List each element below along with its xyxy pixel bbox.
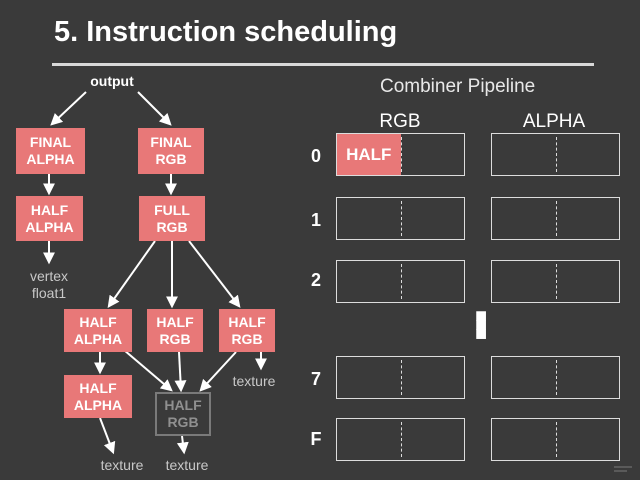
node-half-alpha-top: HALF ALPHA — [16, 196, 83, 241]
stage-label-1: 1 — [310, 210, 321, 230]
node-half-rgb-mid-line1: HALF — [156, 313, 194, 330]
slot-divider — [400, 264, 402, 299]
stage-2-alpha-slot — [491, 260, 620, 303]
slot-divider — [555, 360, 557, 395]
node-half-rgb-ghost-line2: RGB — [167, 414, 199, 430]
leaf-texture-bottom-right: texture — [165, 457, 209, 473]
stage-1-alpha-slot — [491, 197, 620, 240]
stage-f-alpha-slot — [491, 418, 620, 461]
stage-label-f: F — [310, 429, 322, 449]
stage-0-alpha-slot — [491, 133, 620, 176]
node-half-rgb-mid: HALF RGB — [147, 309, 203, 352]
arrow-half-alpha-low-texture — [99, 417, 116, 455]
slot-divider — [400, 360, 402, 395]
node-full-rgb-line2: RGB — [156, 218, 188, 235]
node-half-alpha-mid: HALF ALPHA — [64, 309, 132, 352]
arrow-half-rgb-ghost-texture — [176, 435, 189, 455]
slot-divider — [555, 201, 557, 236]
node-half-alpha-mid-line2: ALPHA — [73, 330, 123, 347]
output-label: output — [90, 73, 134, 89]
stage-ellipsis: ■■■ — [475, 305, 488, 345]
node-half-alpha-top-line2: ALPHA — [25, 218, 74, 235]
node-half-rgb-mid-line2: RGB — [159, 330, 191, 347]
column-header-alpha: ALPHA — [522, 111, 586, 132]
node-half-alpha-low-line1: HALF — [79, 379, 117, 396]
slot-divider — [555, 137, 557, 172]
node-full-rgb-line1: FULL — [154, 201, 190, 218]
node-final-alpha-line2: ALPHA — [26, 151, 75, 167]
arrow-half-rgb-right-half-rgb-ghost — [199, 351, 237, 392]
slot-divider — [400, 422, 402, 457]
node-full-rgb: FULL RGB — [139, 196, 205, 241]
slot-divider — [400, 201, 402, 236]
node-half-rgb-ghost: HALF RGB — [155, 392, 211, 436]
pipeline-title: Combiner Pipeline — [380, 76, 536, 97]
node-final-rgb: FINAL RGB — [138, 128, 204, 174]
stage-7-rgb-slot — [336, 356, 465, 399]
slot-divider — [555, 264, 557, 299]
stage-label-2: 2 — [310, 270, 321, 290]
node-half-alpha-low: HALF ALPHA — [64, 375, 132, 418]
arrow-full-rgb-half-rgb-right — [188, 240, 241, 308]
slot-divider — [555, 422, 557, 457]
node-final-rgb-line2: RGB — [155, 151, 187, 167]
node-final-rgb-line1: FINAL — [150, 134, 192, 150]
node-half-rgb-right: HALF RGB — [219, 309, 275, 352]
stage-2-rgb-slot — [336, 260, 465, 303]
column-header-rgb: RGB — [379, 111, 421, 132]
arrow-output-final-rgb — [137, 91, 172, 126]
slide-footer-mark — [614, 466, 632, 476]
leaf-vertex: vertex float1 — [18, 268, 80, 302]
stage-label-0: 0 — [310, 146, 321, 166]
node-half-rgb-right-line2: RGB — [231, 330, 263, 347]
stage-7-alpha-slot — [491, 356, 620, 399]
page-title: 5. Instruction scheduling — [54, 16, 398, 48]
arrow-full-rgb-half-alpha-mid — [107, 240, 156, 308]
node-half-alpha-low-line2: ALPHA — [73, 396, 123, 413]
node-half-rgb-ghost-line1: HALF — [164, 397, 202, 413]
arrow-half-rgb-mid-half-rgb-ghost — [174, 351, 187, 393]
node-half-alpha-mid-line1: HALF — [79, 313, 117, 330]
leaf-texture-bottom-left: texture — [100, 457, 144, 473]
stage-0-rgb-filled-half: HALF — [337, 134, 401, 175]
leaf-vertex-line2: float1 — [31, 285, 67, 301]
title-divider — [52, 63, 594, 66]
stage-label-7: 7 — [310, 369, 321, 389]
stage-f-rgb-slot — [336, 418, 465, 461]
arrow-output-final-alpha — [50, 91, 87, 126]
leaf-texture-right: texture — [232, 373, 276, 389]
stage-1-rgb-slot — [336, 197, 465, 240]
arrow-half-alpha-mid-half-rgb-ghost — [123, 349, 173, 392]
leaf-vertex-line1: vertex — [29, 268, 69, 284]
node-final-alpha: FINAL ALPHA — [16, 128, 85, 174]
node-half-rgb-right-line1: HALF — [228, 313, 266, 330]
slot-divider — [400, 137, 402, 172]
node-half-alpha-top-line1: HALF — [30, 201, 69, 218]
node-final-alpha-line1: FINAL — [29, 134, 72, 150]
stage-0-rgb-slot: HALF — [336, 133, 465, 176]
